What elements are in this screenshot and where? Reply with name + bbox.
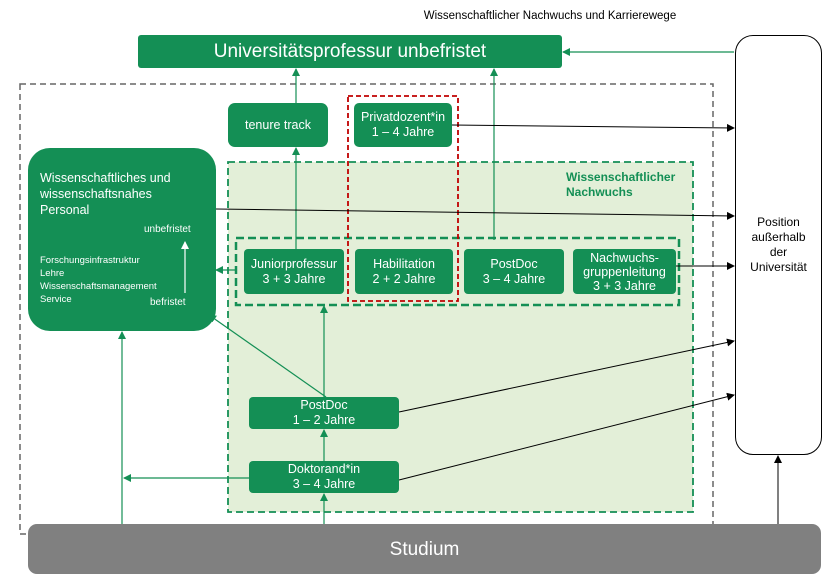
personal-item: Wissenschaftsmanagement xyxy=(40,281,157,292)
habilitation-column-frame xyxy=(347,95,459,302)
node-position-ausserhalb: Position außerhalb der Universität xyxy=(735,35,822,455)
personal-list: Forschungsinfrastruktur Lehre Wissenscha… xyxy=(40,254,157,306)
node-label: gruppenleitung xyxy=(583,264,666,279)
node-label: Universitätsprofessur unbefristet xyxy=(213,41,487,62)
personal-item: Service xyxy=(40,294,72,305)
node-label: Privatdozent*in xyxy=(360,110,446,124)
personal-item: Lehre xyxy=(40,268,65,279)
nachwuchs-label-line: Nachwuchs xyxy=(566,185,633,199)
node-label: Doktorand*in xyxy=(287,462,361,476)
node-habilitation: Habilitation 2 + 2 Jahre xyxy=(355,249,453,294)
diagram-title: Wissenschaftlicher Nachwuchs und Karrier… xyxy=(423,10,677,22)
personal-unbefristet: unbefristet xyxy=(144,224,191,235)
node-duration: 1 – 2 Jahre xyxy=(292,413,356,427)
node-label: außerhalb xyxy=(751,230,806,244)
node-studium: Studium xyxy=(28,524,821,574)
node-label: PostDoc xyxy=(300,398,348,412)
personal-befristet: befristet xyxy=(150,297,186,308)
node-privatdozent: Privatdozent*in 1 – 4 Jahre xyxy=(354,103,452,147)
up-arrow-icon xyxy=(181,241,189,293)
node-label: Position xyxy=(757,215,800,229)
university-frame xyxy=(19,83,714,535)
node-juniorprofessur: Juniorprofessur 3 + 3 Jahre xyxy=(244,249,344,294)
node-duration: 2 + 2 Jahre xyxy=(372,271,436,286)
nachwuchs-label-line: Wissenschaftlicher xyxy=(566,170,676,184)
node-postdoc-lower: PostDoc 1 – 2 Jahre xyxy=(249,397,399,429)
node-duration: 3 – 4 Jahre xyxy=(292,477,356,491)
node-label: Nachwuchs- xyxy=(590,250,659,265)
node-doktorand: Doktorand*in 3 – 4 Jahre xyxy=(249,461,399,493)
node-label: tenure track xyxy=(244,117,311,132)
node-label: Juniorprofessur xyxy=(250,256,338,271)
node-duration: 1 – 4 Jahre xyxy=(371,125,435,139)
nachwuchs-region xyxy=(227,161,694,513)
node-label: Habilitation xyxy=(373,256,435,271)
node-label: Studium xyxy=(389,538,460,560)
node-universitaetsprofessur: Universitätsprofessur unbefristet xyxy=(138,35,562,68)
node-label: der xyxy=(769,245,788,259)
personal-item: Forschungsinfrastruktur xyxy=(40,255,140,266)
node-nachwuchsgruppenleitung: Nachwuchs- gruppenleitung 3 + 3 Jahre xyxy=(573,249,676,294)
node-tenure-track: tenure track xyxy=(228,103,328,147)
node-postdoc-upper: PostDoc 3 – 4 Jahre xyxy=(464,249,564,294)
personal-title: Wissenschaftliches und wissenschaftsnahe… xyxy=(40,171,171,217)
node-personal: Wissenschaftliches und wissenschaftsnahe… xyxy=(28,148,216,331)
node-label: Universität xyxy=(750,260,807,274)
node-label: PostDoc xyxy=(490,256,538,271)
node-duration: 3 + 3 Jahre xyxy=(593,278,656,293)
nachwuchs-label: Wissenschaftlicher Nachwuchs xyxy=(566,170,675,200)
node-duration: 3 + 3 Jahre xyxy=(262,271,326,286)
node-duration: 3 – 4 Jahre xyxy=(482,271,546,286)
